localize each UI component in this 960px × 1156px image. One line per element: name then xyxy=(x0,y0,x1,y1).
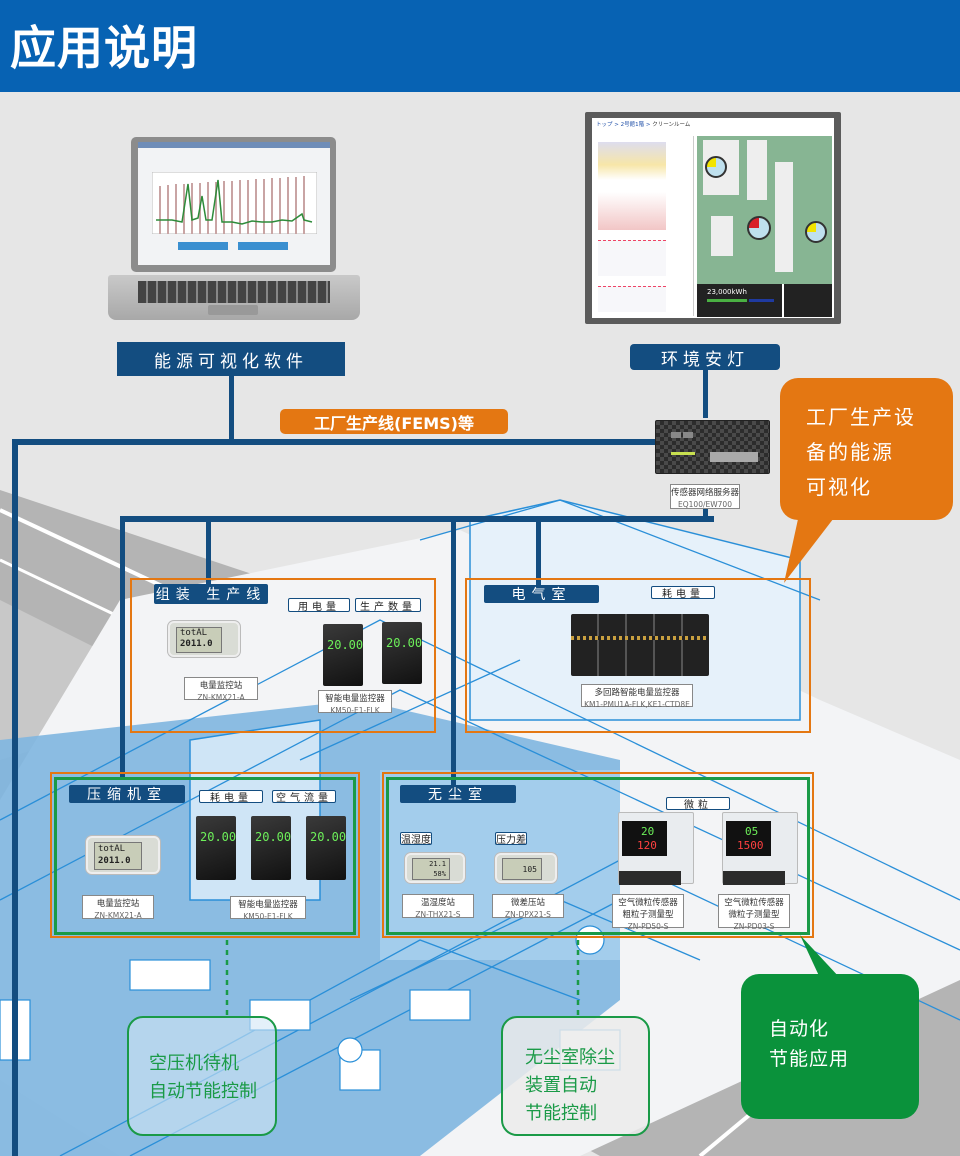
room-assembly-tag: 组装 生产线 xyxy=(154,584,268,604)
device-caption: 多回路智能电量监控器 KM1-PMU1A-FLK,KE1-CTD8E xyxy=(581,684,693,709)
room-cleanroom-tag: 无尘室 xyxy=(400,785,516,803)
callout-automation: 自动化 节能应用 xyxy=(741,974,919,1119)
tag-power-consumption: 耗电量 xyxy=(199,790,263,804)
energy-line-chart-thumbnail xyxy=(152,172,317,234)
andon-floor-map xyxy=(697,136,832,284)
room-compressor-tag: 压缩机室 xyxy=(69,785,185,803)
tag-power-usage: 用电量 xyxy=(288,598,350,613)
fems-label: 工厂生产线(FEMS)等 xyxy=(280,409,508,434)
network-line xyxy=(451,516,456,788)
particle-sensor-fine: 05 1500 xyxy=(722,812,798,885)
lcd-display: 105 xyxy=(502,858,542,880)
room-electrical-box xyxy=(465,578,811,733)
device-caption: 微差压站 ZN-DPX21-S xyxy=(492,894,564,919)
note-cleanroom-dust: 无尘室除尘 装置自动 节能控制 xyxy=(501,1016,650,1136)
network-line xyxy=(120,516,714,522)
power-monitor-station: totAL 2011.0 xyxy=(168,621,240,657)
tag-power-consumption: 耗电量 xyxy=(651,586,715,600)
status-pie-yellow xyxy=(705,156,727,178)
andon-label: 环境安灯 xyxy=(630,344,780,370)
device-caption: 智能电量监控器 KM50-E1-FLK xyxy=(230,896,306,921)
smart-power-monitor: 20.00 xyxy=(323,624,363,686)
laptop-image xyxy=(108,130,360,322)
device-caption: 电量监控站 ZN-KMX21-A xyxy=(82,895,154,920)
tag-air-flow: 空气流量 xyxy=(272,790,336,804)
network-line xyxy=(12,439,658,445)
room-compressor-outer-box xyxy=(50,772,360,938)
page-title: 应用说明 xyxy=(10,21,198,75)
network-line xyxy=(120,516,125,778)
device-caption: 电量监控站 ZN-KMX21-A xyxy=(184,677,258,702)
status-pie-yellow xyxy=(805,221,827,243)
tag-temp-humidity: 温湿度 xyxy=(400,832,432,846)
andon-monitor: トップ > 2号館1階 > クリーンルーム 23,000kWh xyxy=(585,112,841,324)
room-assembly-box xyxy=(130,578,436,733)
lcd-display: 21.1 58% xyxy=(412,858,450,880)
room-cleanroom-green-box xyxy=(386,777,810,935)
temp-humidity-station: 21.1 58% xyxy=(405,853,465,883)
device-caption: 空气微粒传感器 粗粒子测量型 ZN-PD50-S xyxy=(612,894,684,931)
laptop-screen xyxy=(138,142,330,265)
smart-power-monitor: 20.00 xyxy=(382,622,422,684)
power-monitor-station: totAL 2011.0 xyxy=(86,836,160,874)
room-compressor-green-box xyxy=(54,777,356,935)
andon-screen: トップ > 2号館1階 > クリーンルーム 23,000kWh xyxy=(592,118,834,318)
laptop-base xyxy=(108,275,360,320)
andon-energy-panel: 23,000kWh xyxy=(697,284,782,317)
callout-energy-visualization: 工厂生产设 备的能源 可视化 xyxy=(780,378,953,520)
server-caption: 传感器网络服务器 EQ100/EW700 xyxy=(670,484,740,509)
smart-power-monitor: 20.00 xyxy=(196,816,236,880)
sensor-network-server xyxy=(655,417,770,477)
tag-production-count: 生产数量 xyxy=(355,598,421,613)
smart-power-monitor: 20.00 xyxy=(306,816,346,880)
page-header: 应用说明 xyxy=(0,0,960,92)
particle-sensor-coarse: 20 120 xyxy=(618,812,694,885)
network-line xyxy=(229,375,234,443)
energy-readout: 23,000kWh xyxy=(707,288,747,296)
status-pie-red xyxy=(747,216,771,240)
note-compressor-standby: 空压机待机 自动节能控制 xyxy=(127,1016,277,1136)
lcd-display: totAL 2011.0 xyxy=(94,842,142,870)
device-caption: 温湿度站 ZN-THX21-S xyxy=(402,894,474,919)
laptop-label: 能源可视化软件 xyxy=(117,342,345,376)
differential-pressure-station: 105 xyxy=(495,853,557,883)
network-line xyxy=(703,505,708,522)
network-line xyxy=(206,516,211,588)
room-cleanroom-outer-box xyxy=(382,772,814,938)
device-caption: 智能电量监控器 KM50-E1-FLK xyxy=(318,690,392,715)
room-electrical-tag: 电气室 xyxy=(484,585,599,603)
multi-circuit-power-monitor xyxy=(571,614,709,676)
tag-pressure-diff: 压力差 xyxy=(495,832,527,846)
device-caption: 空气微粒传感器 微粒子测量型 ZN-PD03-S xyxy=(718,894,790,931)
tag-particles: 微粒 xyxy=(666,797,730,811)
network-line xyxy=(536,516,541,588)
callout-pointer xyxy=(800,935,840,978)
building-wall xyxy=(469,499,801,721)
network-line-left-trunk xyxy=(12,439,18,1156)
andon-legend-panel xyxy=(784,284,832,317)
andon-charts-panel xyxy=(594,136,694,316)
network-line xyxy=(703,368,708,418)
smart-power-monitor: 20.00 xyxy=(251,816,291,880)
callout-pointer xyxy=(784,510,840,583)
andon-breadcrumb: トップ > 2号館1階 > クリーンルーム xyxy=(596,122,691,128)
lcd-display: totAL 2011.0 xyxy=(176,627,222,653)
